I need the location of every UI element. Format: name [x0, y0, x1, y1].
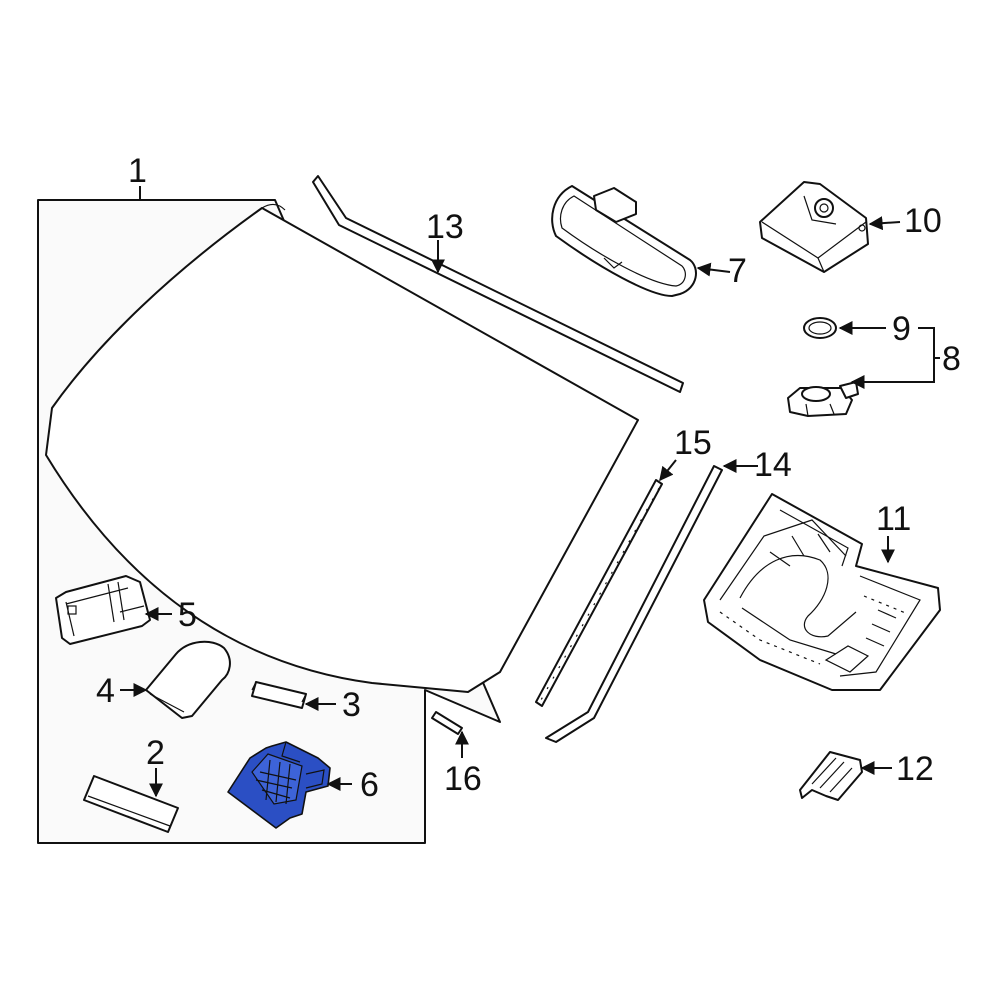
callout-14: 14 [754, 446, 792, 484]
callout-8: 8 [942, 340, 961, 378]
windshield-glass [45, 203, 639, 693]
camera-module [759, 181, 869, 273]
small-pad [251, 681, 307, 709]
leader-lines [120, 186, 940, 798]
callout-13: 13 [426, 208, 464, 246]
small-bracket [799, 751, 863, 801]
callout-16: 16 [444, 760, 482, 798]
callout-6: 6 [360, 766, 379, 804]
callout-1: 1 [128, 152, 147, 190]
cover-panel [145, 640, 231, 719]
highlighted-cover-part-6 [227, 741, 331, 829]
callout-11: 11 [876, 500, 911, 538]
callout-10: 10 [904, 202, 942, 240]
callout-4: 4 [96, 672, 115, 710]
callout-7: 7 [728, 252, 747, 290]
callout-labels: 1 13 7 10 9 8 15 14 11 12 5 4 3 2 6 16 [96, 152, 961, 804]
seal-ring [803, 317, 837, 339]
rear-view-mirror [551, 185, 697, 297]
callout-12: 12 [896, 750, 934, 788]
rain-sensor [787, 381, 859, 417]
callout-2: 2 [146, 734, 165, 772]
callout-9: 9 [892, 310, 911, 348]
callout-3: 3 [342, 686, 361, 724]
clip-part [431, 711, 463, 735]
callout-15: 15 [674, 424, 712, 462]
side-trim-strip [535, 479, 663, 707]
overhead-console [703, 493, 941, 691]
side-molding [545, 465, 723, 743]
callout-5: 5 [178, 596, 197, 634]
upper-molding [312, 175, 684, 393]
